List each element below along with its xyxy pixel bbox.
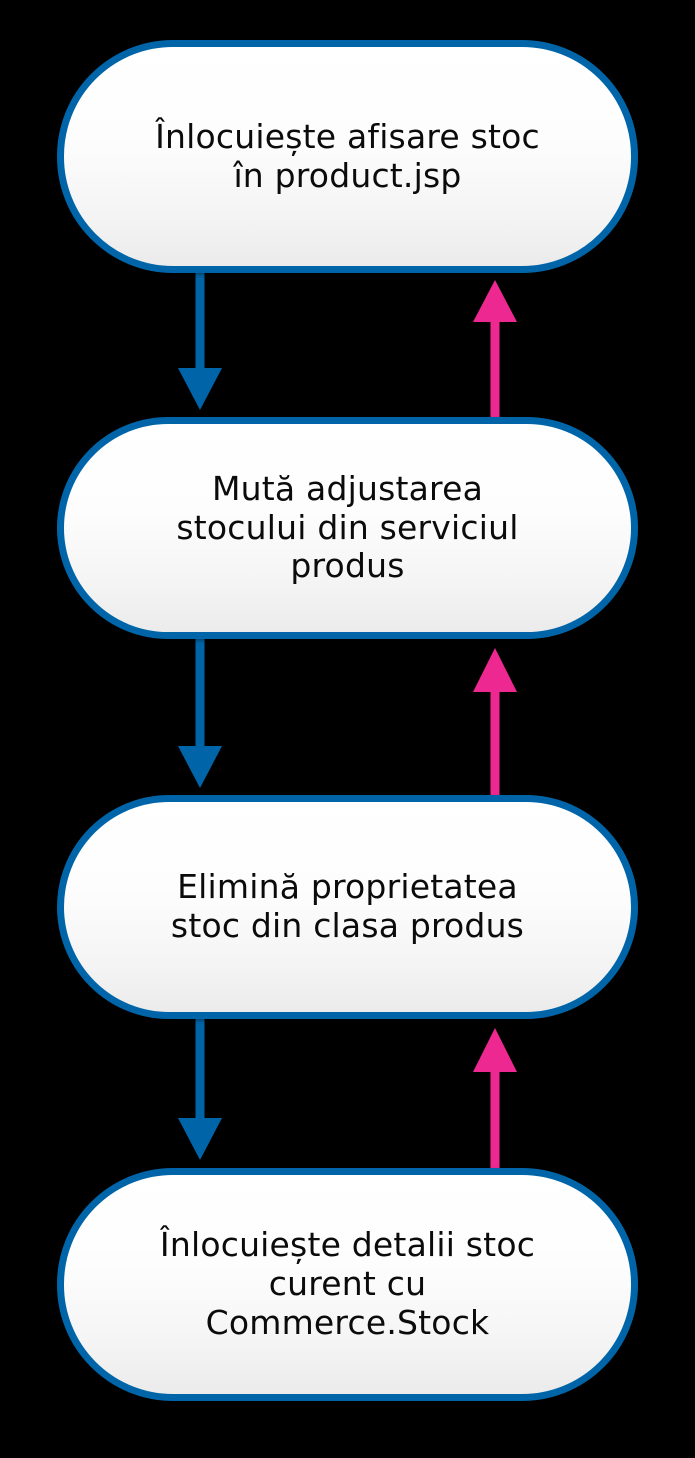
- flow-node-label: Înlocuiește afisare stoc în product.jsp: [155, 116, 540, 195]
- flow-node-label: Elimină proprietatea stoc din clasa prod…: [170, 867, 525, 945]
- flow-node-inlocuieste-detalii-stoc[interactable]: Înlocuiește detalii stoc curent cu Comme…: [57, 1168, 638, 1401]
- flow-node-muta-adjustarea-stocului[interactable]: Mută adjustarea stocului din serviciul p…: [57, 417, 638, 639]
- edge-down-1-2: [178, 272, 222, 410]
- edge-up-4-3: [473, 1028, 517, 1168]
- edge-down-2-3: [178, 638, 222, 788]
- flow-node-inlocuieste-afisare-stoc[interactable]: Înlocuiește afisare stoc în product.jsp: [57, 40, 638, 273]
- flow-node-elimina-proprietatea-stoc[interactable]: Elimină proprietatea stoc din clasa prod…: [57, 795, 638, 1019]
- flow-node-label: Înlocuiește detalii stoc curent cu Comme…: [159, 1225, 536, 1342]
- edge-up-2-1: [473, 280, 517, 417]
- edge-down-3-4: [178, 1018, 222, 1160]
- flow-node-label: Mută adjustarea stocului din serviciul p…: [176, 468, 519, 586]
- edge-up-3-2: [473, 648, 517, 795]
